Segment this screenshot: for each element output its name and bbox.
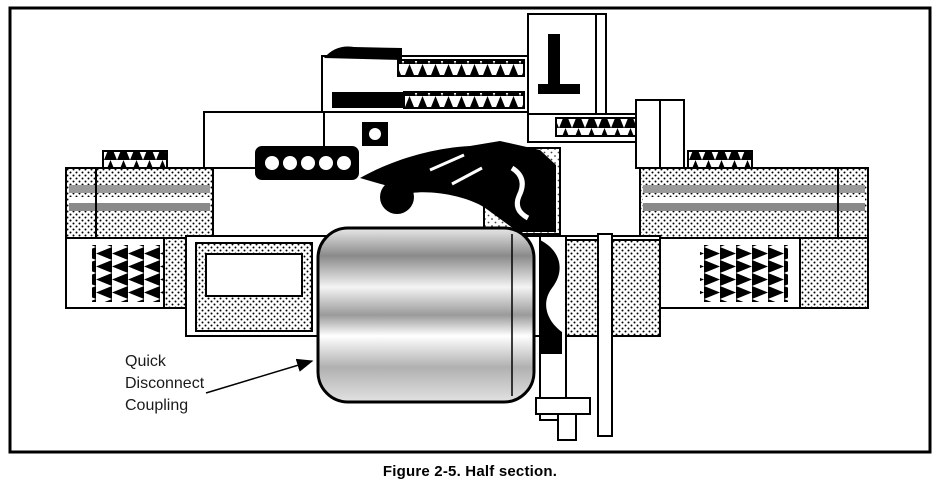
poppet-seat [360,141,556,232]
poppet-scurve [510,165,530,221]
seal-wedge [332,92,404,108]
right-top-threads [687,150,753,169]
left-flare-threads [92,245,164,302]
sleeve [316,226,536,404]
bottom-pin [557,413,577,441]
callout-line-3: Coupling [125,397,188,414]
valve-internals [255,122,561,235]
left-top-threads [102,150,168,169]
lever-bar [597,233,613,437]
release-lever [535,233,613,441]
channel-seal [540,240,562,354]
tower-threads [555,117,637,137]
bottom-bracket [535,397,591,415]
callout: Quick Disconnect Coupling [125,353,314,414]
tower-pin [548,34,560,90]
left-fitting [65,150,214,309]
right-fitting [639,150,869,309]
cap-threads-upper [397,59,525,77]
cap-lip [324,46,402,60]
cap-threads-lower [403,91,525,109]
sleeve-body [316,226,536,404]
figure-caption: Figure 2-5. Half section. [382,463,558,480]
tower-housing [527,13,607,115]
right-flare-threads [700,245,788,302]
callout-line-1: Quick [125,353,167,370]
callout-line-2: Disconnect [125,375,205,392]
half-section-diagram: Quick Disconnect Coupling [8,6,932,454]
callout-arrow-icon [205,358,314,394]
